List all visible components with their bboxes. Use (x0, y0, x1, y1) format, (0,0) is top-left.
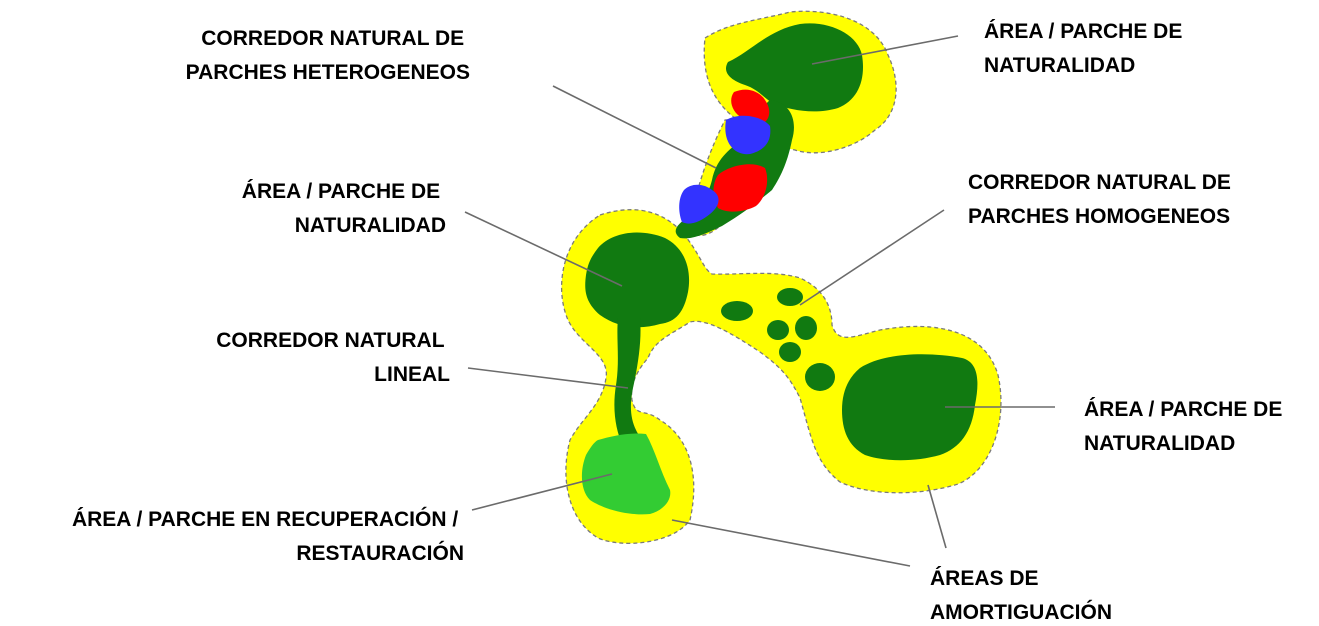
label-corridor-linear: CORREDOR NATURAL LINEAL (216, 329, 450, 386)
heterogeneous-red-patch-bottom (713, 164, 768, 212)
labels: CORREDOR NATURAL DE PARCHES HETEROGENEOS… (72, 20, 1288, 624)
natural-patch-left (585, 232, 690, 328)
label-patch-bottom-right: ÁREA / PARCHE DE NATURALIDAD (1084, 398, 1288, 455)
heterogeneous-blue-patch-top (725, 115, 771, 155)
homogeneous-patch-5 (779, 342, 801, 362)
linear-corridor-strip (614, 318, 644, 444)
leader-lines (464, 35, 1055, 567)
leader-corridor-linear (467, 367, 629, 389)
heterogeneous-blue-patch-bottom (679, 184, 719, 224)
label-buffer-areas: ÁREAS DE AMORTIGUACIÓN (930, 567, 1112, 624)
leader-buffer-left (671, 519, 911, 567)
leader-patch-top-right (811, 35, 959, 65)
label-corridor-heterogeneous: CORREDOR NATURAL DE PARCHES HETEROGENEOS (186, 27, 470, 84)
natural-patch-bottom-right (842, 354, 978, 461)
recovery-patch (581, 433, 671, 515)
leader-patch-left (464, 211, 623, 287)
homogeneous-patch-4 (795, 316, 817, 340)
leader-corridor-homogeneous (799, 209, 945, 306)
natural-patch-top-right (725, 23, 863, 112)
label-patch-recovery: ÁREA / PARCHE EN RECUPERACIÓN / RESTAURA… (72, 507, 464, 565)
label-patch-top-right: ÁREA / PARCHE DE NATURALIDAD (984, 20, 1188, 77)
label-patch-left: ÁREA / PARCHE DE NATURALIDAD (242, 180, 446, 237)
homogeneous-patch-6 (805, 363, 835, 391)
homogeneous-patch-3 (767, 320, 789, 340)
homogeneous-patch-2 (777, 288, 803, 306)
leader-patch-recovery (471, 473, 613, 511)
heterogeneous-patches (679, 89, 771, 224)
heterogeneous-red-patch-top (731, 89, 770, 124)
homogeneous-patch-1 (721, 301, 753, 321)
natural-patches (585, 23, 978, 461)
leader-corridor-heterogeneous (552, 85, 717, 169)
label-corridor-homogeneous: CORREDOR NATURAL DE PARCHES HOMOGENEOS (968, 171, 1237, 228)
leader-buffer-right (927, 484, 947, 549)
